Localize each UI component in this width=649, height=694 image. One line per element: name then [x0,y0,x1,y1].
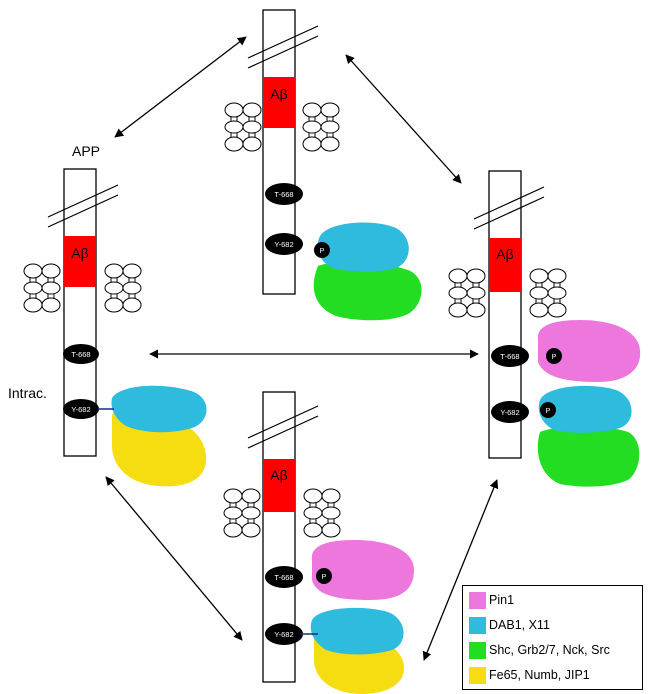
app-state-top: Aβ T-668 Y-682 P [224,9,422,321]
cyan-swatch [469,616,486,634]
membrane-break-mark [247,405,319,439]
arrow-top-right [345,54,462,184]
y682-site [265,233,303,255]
app-state-bottom: Aβ T-668 P Y-682 [223,391,414,694]
phospho-t668 [316,568,332,584]
arrow-top-left [114,36,247,138]
membrane-lipids-left [448,268,486,318]
legend-item-shc: Shc, Grb2/7, Nck, Src [469,640,610,660]
membrane-break-mark [47,194,119,228]
legend-label: DAB1, X11 [489,618,550,632]
y682-label: Y-682 [71,405,90,414]
abeta-label: Aβ [270,86,287,102]
t668-site [491,345,529,367]
membrane-break-mark [473,186,545,220]
app-state-left: Aβ T-668 Y-682 [23,168,207,487]
t668-label: T-668 [274,573,293,582]
arrow-bottom-left [105,476,243,641]
y682-label: Y-682 [274,240,293,249]
phospho-label: P [552,354,557,361]
legend-label: Shc, Grb2/7, Nck, Src [489,643,610,657]
membrane-lipids-left [23,263,61,313]
phospho-y682 [540,402,556,418]
dab1-adaptor-blob [111,385,207,433]
legend-label: Fe65, Numb, JIP1 [489,668,590,682]
pink-swatch [469,591,486,609]
t668-label: T-668 [274,190,293,199]
legend-item-pin1: Pin1 [469,590,514,610]
t668-site [265,183,303,205]
pin1-adaptor-blob [311,540,414,600]
transition-arrows [105,36,499,661]
arrow-bottom-right [422,479,499,661]
membrane-lipids-right [303,488,341,538]
abeta-domain [263,77,295,128]
legend-item-dab1: DAB1, X11 [469,615,550,635]
abeta-label: Aβ [71,245,88,261]
t668-site [265,566,303,588]
shc-adaptor-blob [537,426,640,487]
t668-label: T-668 [500,352,519,361]
abeta-domain [64,236,96,287]
membrane-break-mark [47,184,119,218]
phospho-label: P [546,408,551,415]
y682-site [491,401,529,423]
membrane-lipids-left [223,488,261,538]
y682-site [265,623,303,645]
phospho-label: P [322,574,327,581]
legend-item-fe65: Fe65, Numb, JIP1 [469,665,590,685]
y682-label: Y-682 [500,408,519,417]
abeta-label: Aβ [496,246,513,262]
abeta-domain [489,238,521,292]
app-state-right: Aβ T-668 P Y-682 P [448,170,641,487]
y682-label: Y-682 [274,630,293,639]
dab1-adaptor-blob [310,607,404,655]
legend-label: Pin1 [489,593,515,607]
membrane-break-mark [247,415,319,449]
phospho-label: P [320,248,325,255]
legend-box: Pin1 DAB1, X11 Shc, Grb2/7, Nck, Src Fe6… [462,585,643,690]
membrane-lipids-left [224,102,262,152]
dab1-adaptor-blob [538,385,632,433]
intracellular-label: Intrac. [8,385,47,401]
t668-label: T-668 [71,350,90,359]
membrane-lipids-right [529,268,567,318]
dab1-adaptor-blob [317,222,409,272]
abeta-domain [263,459,295,512]
abeta-label: Aβ [270,467,287,483]
membrane-lipids-right [302,102,340,152]
green-swatch [469,641,486,659]
phospho-t668 [546,348,562,364]
membrane-break-mark [473,196,545,230]
membrane-break-mark [247,35,319,69]
app-label: APP [72,143,100,159]
membrane-lipids-right [104,263,142,313]
pin1-adaptor-blob [537,320,641,382]
yellow-swatch [469,666,486,684]
phospho-y682 [314,242,330,258]
y682-site [63,399,99,419]
membrane-break-mark [247,25,319,59]
t668-site [63,344,99,364]
shc-adaptor-blob [313,261,422,321]
